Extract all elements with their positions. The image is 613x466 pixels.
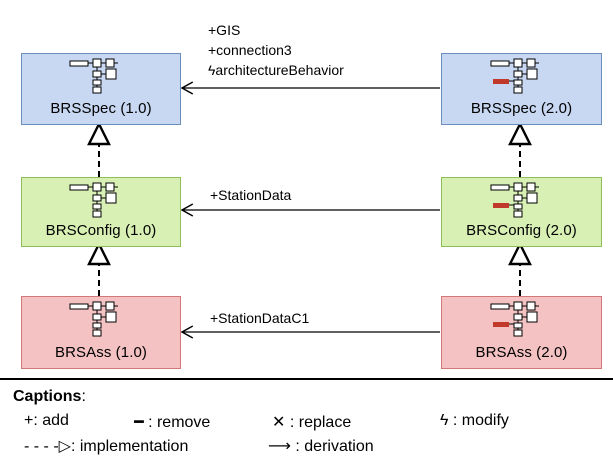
- edge-label-line: ϟarchitectureBehavior: [208, 62, 344, 78]
- box-label: BRSConfig (1.0): [45, 222, 157, 239]
- arrows-layer: [0, 81, 613, 339]
- spec-v1-box[interactable]: BRSSpec (1.0): [21, 53, 181, 125]
- edge-label-line: +connection3: [208, 42, 292, 58]
- config-derivation-label: +StationData: [210, 187, 291, 203]
- box-label: BRSSpec (1.0): [50, 100, 152, 117]
- captions-panel: Captions: +: add ━ : remove ✕ : replace …: [0, 378, 613, 466]
- modified-marker-icon: [492, 203, 509, 208]
- spec-derivation-label: +GIS +connection3 ϟarchitectureBehavior: [208, 20, 344, 80]
- caption-implementation: - - - -▷: implementation: [24, 438, 189, 455]
- edge-label-line: +StationDataC1: [210, 310, 310, 326]
- captions-title-colon: :: [81, 388, 86, 405]
- component-tree-icon: [69, 301, 118, 337]
- caption-replace: ✕ : replace: [272, 414, 352, 431]
- config-v1-box[interactable]: BRSConfig (1.0): [21, 177, 181, 247]
- spec-v2-box[interactable]: BRSSpec (2.0): [441, 53, 602, 125]
- caption-derivation: ⟶ : derivation: [268, 438, 374, 455]
- component-tree-icon: [490, 58, 539, 94]
- captions-title-text: Captions: [13, 388, 82, 405]
- component-tree-icon: [490, 182, 539, 218]
- box-label: BRSAss (1.0): [54, 344, 148, 361]
- modified-marker-icon: [492, 79, 509, 84]
- ass-derivation-label: +StationDataC1: [210, 310, 309, 326]
- caption-add: +: add: [24, 412, 69, 429]
- modified-marker-icon: [492, 322, 509, 327]
- box-label: BRSSpec (2.0): [470, 100, 573, 117]
- caption-remove: ━ : remove: [134, 414, 211, 431]
- config-v2-box[interactable]: BRSConfig (2.0): [441, 177, 602, 247]
- component-tree-icon: [490, 301, 539, 337]
- edge-label-line: +GIS: [208, 22, 241, 38]
- box-label: BRSConfig (2.0): [466, 222, 577, 239]
- edge-label-line: +StationData: [210, 187, 292, 203]
- ass-v1-box[interactable]: BRSAss (1.0): [21, 296, 181, 369]
- ass-v2-box[interactable]: BRSAss (2.0): [441, 296, 602, 369]
- captions-title: Captions:: [13, 388, 86, 406]
- component-tree-icon: [69, 182, 118, 218]
- box-label: BRSAss (2.0): [475, 344, 568, 361]
- component-tree-icon: [69, 58, 118, 94]
- caption-modify: ϟ : modify: [440, 412, 509, 429]
